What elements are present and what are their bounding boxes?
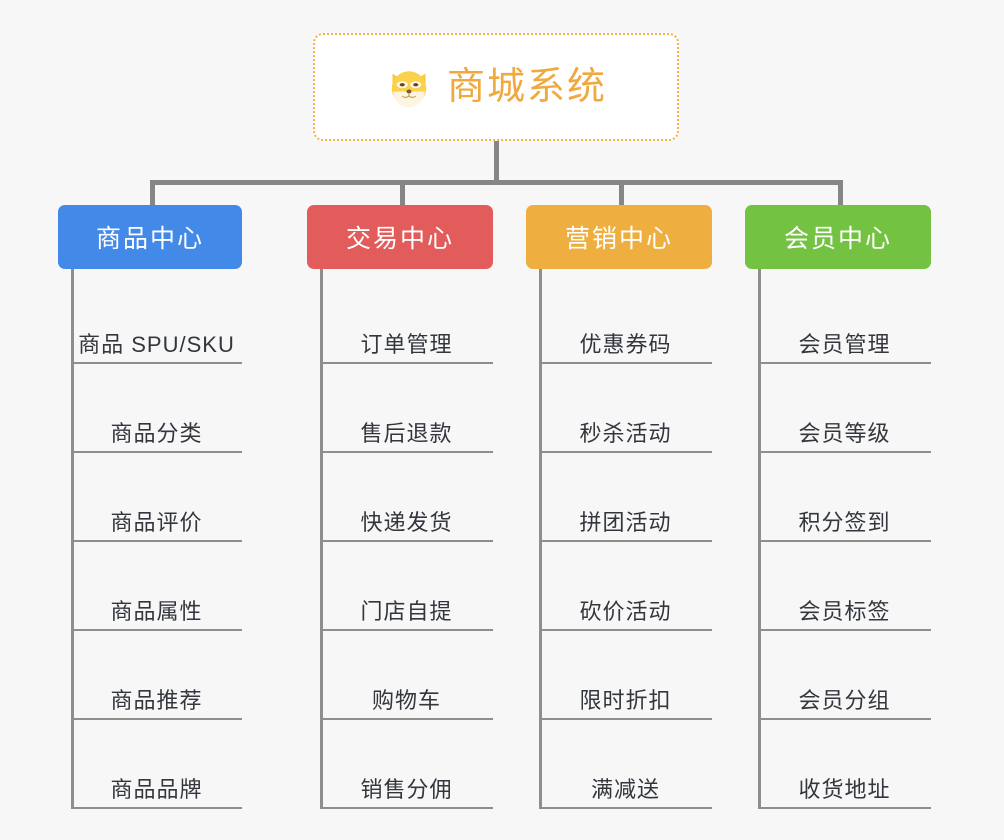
leaf-node-label: 快递发货 [360,509,453,535]
leaf-node[interactable]: 商品 SPU/SKU [71,275,242,364]
category-column-product-center: 商品中心商品 SPU/SKU 商品分类商品评价商品属性商品推荐商品品牌 [58,205,242,809]
leaf-node[interactable]: 售后退款 [320,364,493,453]
leaf-node-label: 销售分佣 [360,776,453,802]
leaf-node[interactable]: 销售分佣 [320,720,493,809]
leaf-node-label: 秒杀活动 [579,420,672,446]
leaf-node-label: 会员分组 [798,687,891,713]
leaf-node[interactable]: 收货地址 [758,720,931,809]
category-items-member-center: 会员管理会员等级积分签到会员标签会员分组收货地址 [745,269,931,809]
category-items-product-center: 商品 SPU/SKU 商品分类商品评价商品属性商品推荐商品品牌 [58,269,242,809]
leaf-node[interactable]: 订单管理 [320,275,493,364]
category-header-marketing-center[interactable]: 营销中心 [526,205,712,269]
leaf-node-label: 积分签到 [798,509,891,535]
leaf-node[interactable]: 商品推荐 [71,631,242,720]
leaf-node[interactable]: 限时折扣 [539,631,712,720]
leaf-node[interactable]: 优惠券码 [539,275,712,364]
category-header-product-center[interactable]: 商品中心 [58,205,242,269]
leaf-node[interactable]: 积分签到 [758,453,931,542]
leaf-node[interactable]: 拼团活动 [539,453,712,542]
connector-drop-4 [838,180,843,208]
leaf-node-label: 会员管理 [798,331,891,357]
connector-root-stem [494,141,499,183]
leaf-node[interactable]: 商品属性 [71,542,242,631]
leaf-node-label: 限时折扣 [579,687,672,713]
leaf-node[interactable]: 门店自提 [320,542,493,631]
leaf-node-label: 商品属性 [110,598,203,624]
root-node-shop-system[interactable]: 商城系统 [313,33,679,141]
leaf-node[interactable]: 会员标签 [758,542,931,631]
leaf-node-label: 会员标签 [798,598,891,624]
leaf-node-label: 购物车 [371,687,441,713]
connector-drop-3 [619,180,624,208]
category-header-trade-center[interactable]: 交易中心 [307,205,493,269]
category-header-label: 交易中心 [345,225,454,253]
leaf-node[interactable]: 秒杀活动 [539,364,712,453]
category-column-trade-center: 交易中心订单管理售后退款快递发货门店自提购物车销售分佣 [307,205,493,809]
leaf-node[interactable]: 商品分类 [71,364,242,453]
category-column-marketing-center: 营销中心优惠券码秒杀活动拼团活动砍价活动限时折扣满减送 [526,205,712,809]
leaf-node[interactable]: 砍价活动 [539,542,712,631]
category-header-label: 营销中心 [564,225,673,253]
leaf-node-label: 商品分类 [110,420,203,446]
category-header-label: 商品中心 [95,225,204,253]
category-header-member-center[interactable]: 会员中心 [745,205,931,269]
leaf-node-label: 售后退款 [360,420,453,446]
shiba-dog-icon [391,71,427,108]
category-items-trade-center: 订单管理售后退款快递发货门店自提购物车销售分佣 [307,269,493,809]
connector-horizontal-bus [150,180,842,185]
leaf-node-label: 收货地址 [798,776,891,802]
leaf-node-label: 满减送 [590,776,660,802]
leaf-node-label: 订单管理 [360,331,453,357]
leaf-node-label: 会员等级 [798,420,891,446]
leaf-node-label: 商品推荐 [110,687,203,713]
connector-drop-1 [150,180,155,208]
root-node-title: 商城系统 [446,66,607,108]
leaf-node[interactable]: 购物车 [320,631,493,720]
connector-drop-2 [400,180,405,208]
leaf-node-label: 砍价活动 [579,598,672,624]
leaf-node[interactable]: 会员管理 [758,275,931,364]
category-header-label: 会员中心 [783,225,892,253]
leaf-node[interactable]: 商品评价 [71,453,242,542]
leaf-node[interactable]: 满减送 [539,720,712,809]
category-items-marketing-center: 优惠券码秒杀活动拼团活动砍价活动限时折扣满减送 [526,269,712,809]
leaf-node-label: 优惠券码 [579,331,672,357]
leaf-node[interactable]: 快递发货 [320,453,493,542]
category-column-member-center: 会员中心会员管理会员等级积分签到会员标签会员分组收货地址 [745,205,931,809]
leaf-node[interactable]: 会员分组 [758,631,931,720]
leaf-node-label: 商品 SPU/SKU [78,331,235,357]
leaf-node[interactable]: 会员等级 [758,364,931,453]
leaf-node-label: 门店自提 [360,598,453,624]
leaf-node-label: 拼团活动 [579,509,672,535]
leaf-node-label: 商品评价 [110,509,203,535]
leaf-node[interactable]: 商品品牌 [71,720,242,809]
leaf-node-label: 商品品牌 [110,776,203,802]
